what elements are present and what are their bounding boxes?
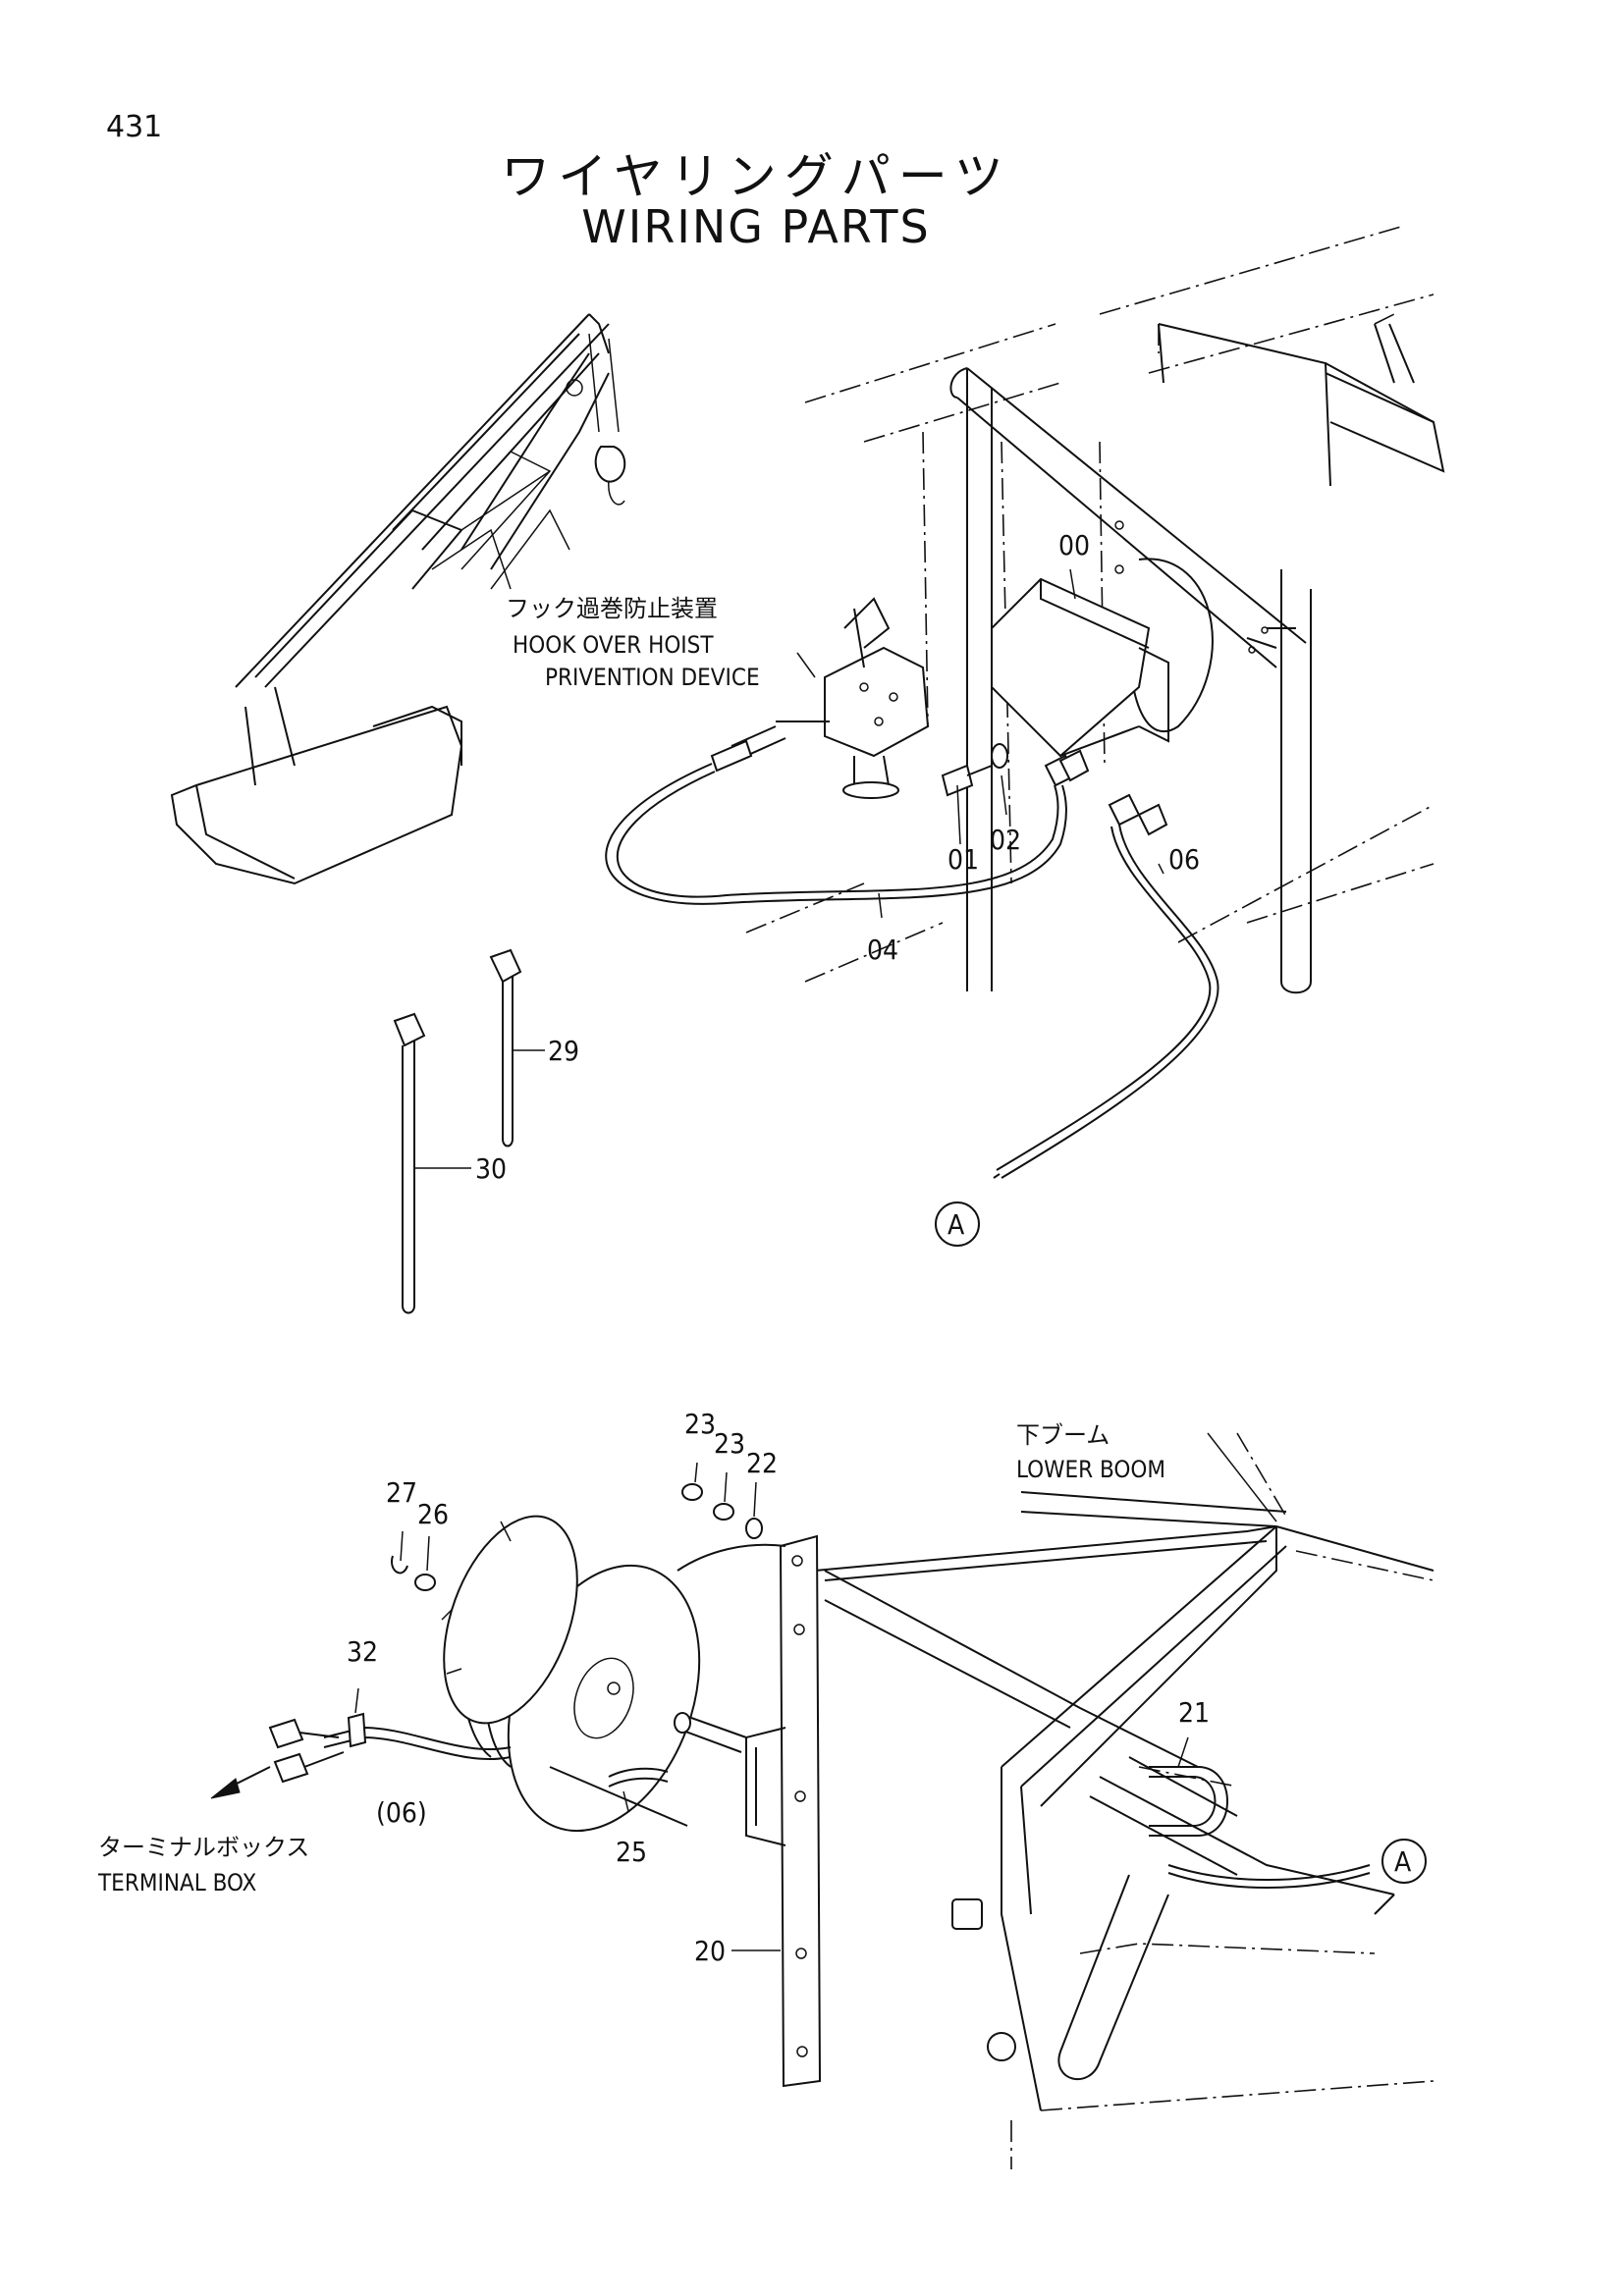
hook-device-label-en-2: PRIVENTION DEVICE xyxy=(545,664,760,691)
callout-29: 29 xyxy=(548,1035,579,1067)
terminal-box-label-jp: ターミナルボックス xyxy=(98,1834,309,1861)
crane-overview-illustration xyxy=(170,313,626,885)
callout-32: 32 xyxy=(347,1635,378,1668)
callout-22: 22 xyxy=(746,1447,778,1479)
hook-over-hoist-device-assembly xyxy=(605,225,1445,1179)
callout-06: 06 xyxy=(1168,843,1200,876)
callout-02: 02 xyxy=(990,824,1021,856)
callout-20: 20 xyxy=(694,1935,726,1967)
callout-23a: 23 xyxy=(684,1408,716,1440)
callout-21: 21 xyxy=(1178,1696,1210,1729)
cable-reel-and-lower-boom-illustration xyxy=(210,1432,1435,2169)
callout-00: 00 xyxy=(1058,529,1090,561)
hook-device-label-en-1: HOOK OVER HOIST xyxy=(513,631,714,659)
page-title-en: WIRING PARTS xyxy=(581,200,931,253)
terminal-box-label-en: TERMINAL BOX xyxy=(97,1869,256,1896)
callout-25: 25 xyxy=(616,1836,647,1868)
lower-boom-label-jp: 下ブーム xyxy=(1016,1421,1110,1449)
callout-01: 01 xyxy=(947,843,979,876)
connector-a-bottom: A xyxy=(1381,1839,1427,1884)
connector-a-bottom-label: A xyxy=(1394,1845,1412,1878)
callout-06-reference: (06) xyxy=(376,1796,427,1829)
page-title-jp: ワイヤリングパーツ xyxy=(501,148,1011,205)
connector-a-top-label: A xyxy=(947,1208,965,1241)
callout-27: 27 xyxy=(386,1476,417,1509)
cable-ties-illustration xyxy=(393,948,545,1314)
callout-04: 04 xyxy=(867,934,898,966)
hook-device-label-jp: フック過巻防止装置 xyxy=(506,595,718,622)
callout-23b: 23 xyxy=(714,1427,745,1460)
page-number: 431 xyxy=(106,110,163,144)
lower-boom-label-en: LOWER BOOM xyxy=(1016,1456,1165,1483)
callout-26: 26 xyxy=(417,1498,449,1530)
connector-a-top: A xyxy=(935,1201,980,1247)
callout-30: 30 xyxy=(475,1152,507,1185)
